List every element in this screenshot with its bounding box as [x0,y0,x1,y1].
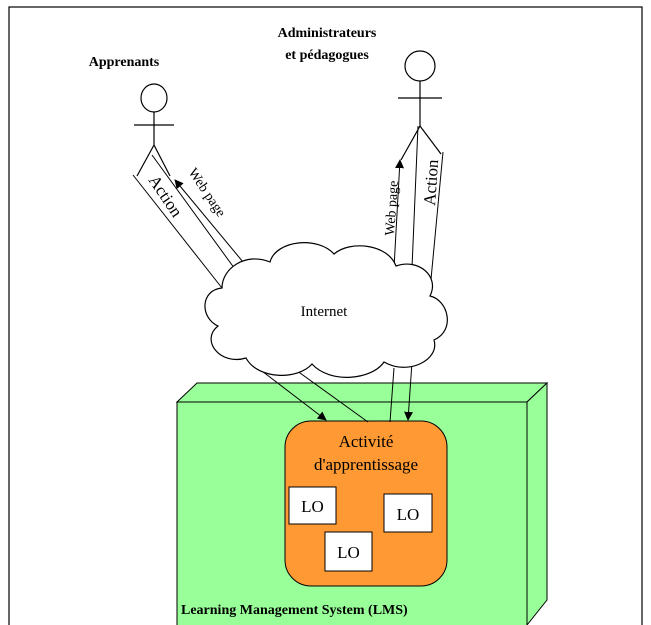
internet-label: Internet [301,304,348,320]
admin-actor-icon [398,50,442,161]
learners-action-label: Action [145,172,187,221]
learning-object-label: LO [397,505,420,524]
internet-to-lms-connector [404,361,414,421]
learners-flow-outer-line [132,174,223,289]
outer-frame [8,6,643,625]
learners-flow-action-line [151,154,241,277]
internet-cloud [204,242,448,378]
learning-object-label: LO [301,497,324,516]
learning-object-box [324,531,373,572]
admins-action-label: Action [420,158,442,206]
internet-to-lms-connector [257,367,327,421]
learners-label: Apprenants [89,55,160,70]
learning-object-box [383,493,433,533]
learning-object-label: LO [337,543,360,562]
learners-web-label: Web page [185,166,228,220]
learner-actor-icon [134,83,174,177]
activity-label-line1: Activité [339,432,394,451]
lms-box-top [175,382,549,403]
learners-flow-web-line [174,179,249,269]
admins-web-label: Web page [383,180,402,236]
admins-flow: Web page Action [383,125,444,291]
admins-flow-mid-line [411,125,419,269]
admins-flow-action-line [429,151,444,291]
internet-to-lms-connector [389,367,395,423]
admins-flow-web-line [393,159,405,269]
learning-object-box [288,486,337,525]
admins-label-line1: Administrateurs [278,26,377,41]
lms-box-side [526,381,548,625]
lms-label: Learning Management System (LMS) [181,603,408,618]
admins-label-line2: et pédagogues [285,48,369,63]
activity-label-line2: d'apprentissage [314,455,418,474]
